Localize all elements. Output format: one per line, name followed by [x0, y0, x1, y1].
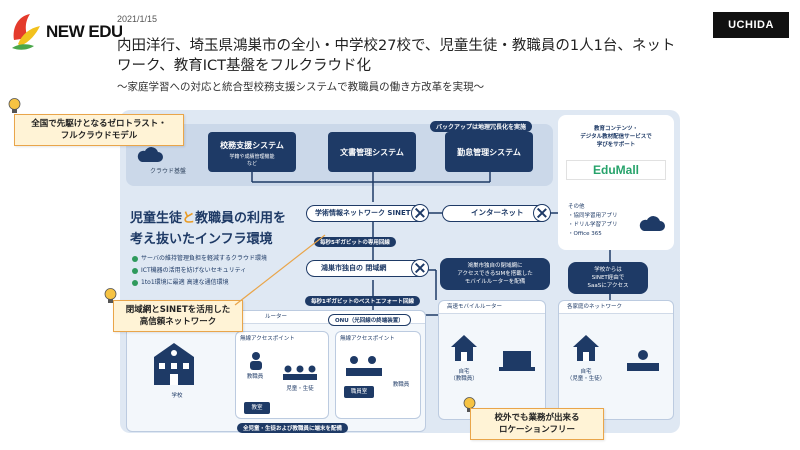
- system-sub2: など: [246, 161, 257, 167]
- sinet-pill: 学術情報ネットワーク SINET: [306, 204, 429, 222]
- feature-item: 1to1環境に最適 高速な通信環境: [132, 277, 267, 289]
- edumall-logo: EduMall: [566, 160, 666, 180]
- document-system-box: 文書管理システム: [328, 132, 416, 172]
- classroom-tag: 教室: [244, 402, 270, 414]
- school-affairs-system-box: 校務支援システム 学籍や成績管理機能 など: [208, 132, 296, 172]
- access-point-label: 無線アクセスポイント: [340, 336, 395, 342]
- infra-heading: 児童生徒と教職員の利用を 考え抜いたインフラ環境: [130, 208, 286, 250]
- teachers-label: 教職員: [246, 374, 264, 380]
- staffroom-box: 無線アクセスポイント 教職員 職員室: [335, 331, 421, 419]
- edumall-title: 教育コンテンツ・ デジタル教材配信サービスで 学びをサポート: [580, 126, 652, 148]
- infrastructure-diagram: バックアップは地理冗長化を実施 校務支援システム 学籍や成績管理機能 など 文書…: [120, 110, 680, 433]
- teacher-laptop-icon: [499, 351, 535, 371]
- other-item: ・協同学習用アプリ: [568, 213, 618, 219]
- headline: 内田洋行、埼玉県鴻巣市の全小・中学校27校で、児童生徒・教職員の1人1台、ネット…: [117, 38, 676, 74]
- system-sub: 学籍や成績管理機能: [229, 154, 275, 160]
- mobile-router-panel: 高速モバイルルーター 自宅 （教職員）: [438, 300, 546, 420]
- callout-zero-trust: 全国で先駆けとなるゼロトラスト・ フルクラウドモデル: [14, 114, 184, 146]
- school-panel: ルーター 学校 無線アクセスポイント 教職員 児童・生徒 教室 無線アクセスポイ…: [126, 310, 426, 433]
- backup-tag: バックアップは地理冗長化を実施: [430, 121, 533, 132]
- new-edu-emblem-icon: [12, 14, 40, 50]
- callout-reliable-network: 閉域網とSINETを活用した 高信頼ネットワーク: [113, 300, 243, 332]
- check-icon: [132, 267, 138, 274]
- students-label: 児童・生徒: [286, 386, 314, 392]
- home-network-panel: 各家庭のネットワーク 自宅 （児童・生徒）: [558, 300, 674, 420]
- heading-and: と: [182, 211, 196, 226]
- heading-teachers: 教職員: [195, 211, 235, 226]
- check-icon: [132, 279, 138, 286]
- home-network-label: 各家庭のネットワーク: [559, 301, 673, 314]
- mobile-router-bubble: 鴻巣市独自の閉域網に アクセスできるSIMを搭載した モバイルルーターを配備: [440, 258, 550, 290]
- access-point-label: 無線アクセスポイント: [240, 336, 295, 342]
- sinet-saas-bubble: 学校からは SINET経由で SaaSにアクセス: [568, 262, 648, 294]
- close-circle-icon: [411, 204, 429, 222]
- check-icon: [132, 255, 138, 262]
- other-item: ・ドリル学習アプリ: [568, 222, 618, 228]
- device-deployment-tag: 全児童・生徒および教職員に端末を配備: [237, 423, 349, 433]
- tag-1g: 毎秒1ギガビットのベストエフォート回線: [305, 296, 420, 306]
- system-title: 文書管理システム: [340, 148, 404, 157]
- staffroom-tag: 職員室: [344, 386, 374, 398]
- tag-5g: 毎秒5ギガビットの専用回線: [314, 237, 396, 247]
- school-building-icon: [154, 343, 194, 385]
- teachers-label: 教職員: [392, 382, 410, 388]
- house-icon: [573, 335, 599, 361]
- staff-laptops-icon: [346, 356, 382, 376]
- feature-item: サーバの維持管理負担を軽減するクラウド環境: [132, 253, 267, 265]
- classroom-box: 無線アクセスポイント 教職員 児童・生徒 教室: [235, 331, 329, 419]
- closed-network-pill: 鴻巣市独自の 閉域網: [306, 259, 429, 277]
- publish-date: 2021/1/15: [117, 14, 158, 24]
- house-icon: [451, 335, 477, 361]
- lightbulb-icon: [8, 98, 21, 113]
- attendance-system-box: 勤怠管理システム: [445, 132, 533, 172]
- student-laptop-icon: [627, 350, 659, 371]
- lightbulb-icon: [104, 288, 117, 303]
- internet-pill: インターネット: [442, 204, 551, 222]
- subheadline: ～家庭学習への対応と統合型校務支援システムで教職員の働き方改革を実現～: [117, 81, 485, 93]
- other-apps: その他 ・協同学習用アプリ ・ドリル学習アプリ ・Office 365: [568, 203, 618, 239]
- cloud-icon: [639, 216, 665, 231]
- callout-pointer: [234, 234, 326, 306]
- students-icon: [283, 365, 317, 380]
- callout-location-free: 校外でも業務が出来る ロケーションフリー: [470, 408, 604, 440]
- system-title: 校務支援システム: [220, 141, 284, 150]
- feature-list: サーバの維持管理負担を軽減するクラウド環境 ICT機器の活用を妨げないセキュリテ…: [132, 253, 267, 289]
- other-title: その他: [568, 204, 585, 210]
- new-edu-logo: NEW EDU: [8, 10, 122, 52]
- mobile-router-label: 高速モバイルルーター: [439, 301, 545, 314]
- school-label: 学校: [171, 393, 183, 399]
- lightbulb-icon: [463, 397, 476, 412]
- cloud-icon: [137, 147, 163, 162]
- feature-item: ICT機器の活用を妨げないセキュリティ: [132, 265, 267, 277]
- onu-tag: ONU（光回線の終端装置）: [328, 314, 411, 326]
- new-edu-logo-text: NEW EDU: [46, 22, 122, 41]
- heading-students: 児童生徒: [130, 211, 183, 226]
- home-teacher-label: 自宅 （教職員）: [450, 369, 478, 382]
- close-circle-icon: [533, 204, 551, 222]
- close-circle-icon: [411, 259, 429, 277]
- edumall-card: 教育コンテンツ・ デジタル教材配信サービスで 学びをサポート EduMall そ…: [558, 115, 674, 250]
- heading-use: の利用を: [234, 211, 287, 226]
- other-item: ・Office 365: [568, 231, 602, 237]
- teacher-icon: [250, 352, 262, 370]
- cloud-base-label: クラウド基盤: [150, 168, 187, 175]
- home-student-label: 自宅 （児童・生徒）: [566, 369, 606, 382]
- heading-line2: 考え抜いたインフラ環境: [130, 232, 273, 247]
- uchida-logo: UCHIDA: [713, 12, 789, 38]
- system-title: 勤怠管理システム: [457, 148, 521, 157]
